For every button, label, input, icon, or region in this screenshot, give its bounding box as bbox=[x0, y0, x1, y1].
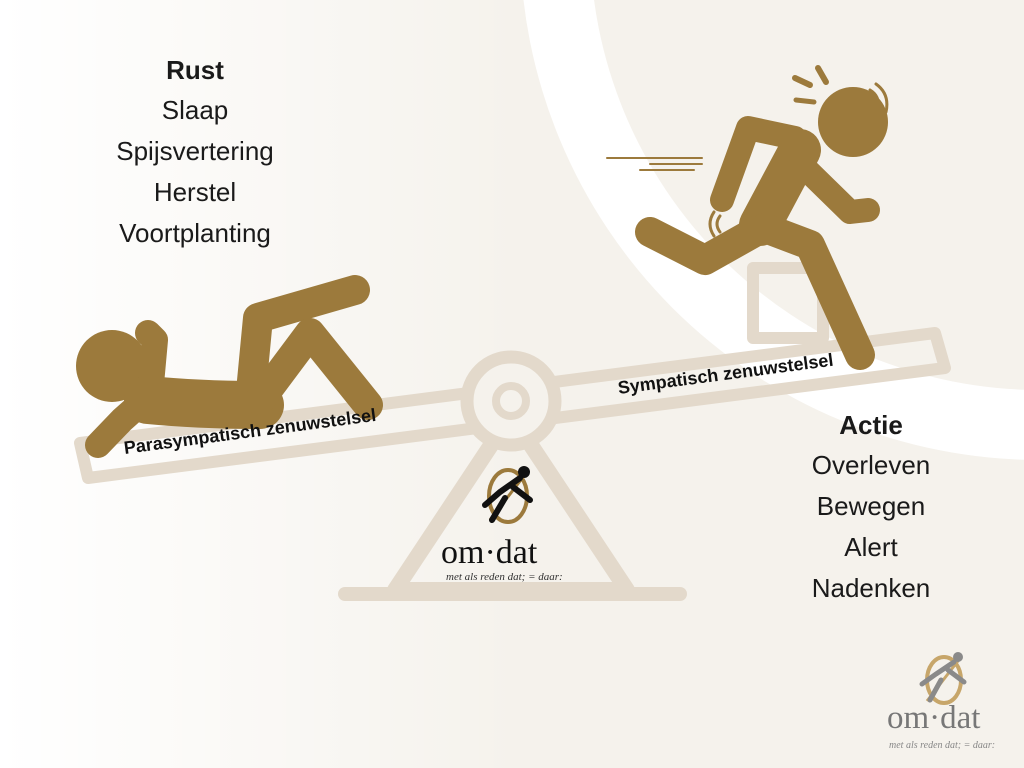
corner-logo-wordmark: om·dat bbox=[887, 700, 981, 736]
rust-item-herstel: Herstel bbox=[153, 177, 237, 207]
background-arc-inner bbox=[594, 0, 1024, 390]
reclining-person-icon bbox=[76, 275, 383, 458]
actie-item-nadenken: Nadenken bbox=[811, 573, 931, 603]
omdat-logo-icon bbox=[482, 466, 533, 524]
actie-item-bewegen: Bewegen bbox=[816, 491, 926, 521]
rust-item-spijsvertering: Spijsvertering bbox=[116, 136, 274, 166]
actie-list: Actie Overleven Bewegen Alert Nadenken bbox=[771, 405, 971, 609]
actie-item-overleven: Overleven bbox=[811, 450, 931, 480]
rust-item-voortplanting: Voortplanting bbox=[119, 218, 271, 248]
omdat-corner-logo-icon bbox=[919, 652, 967, 705]
actie-item-alert: Alert bbox=[844, 532, 898, 562]
rust-item-slaap: Slaap bbox=[161, 95, 229, 125]
seesaw-pivot bbox=[460, 350, 562, 452]
running-person-icon bbox=[606, 65, 889, 370]
actie-heading: Actie bbox=[839, 410, 903, 440]
rust-heading: Rust bbox=[166, 55, 224, 85]
seesaw-stand bbox=[338, 407, 687, 601]
rust-list: Rust Slaap Spijsvertering Herstel Voortp… bbox=[95, 50, 295, 254]
logo-wordmark: om·dat bbox=[441, 534, 538, 571]
seesaw-plank bbox=[74, 327, 951, 484]
corner-logo-tagline: met als reden dat; = daar: bbox=[889, 740, 996, 751]
logo-tagline: met als reden dat; = daar: bbox=[446, 571, 563, 583]
